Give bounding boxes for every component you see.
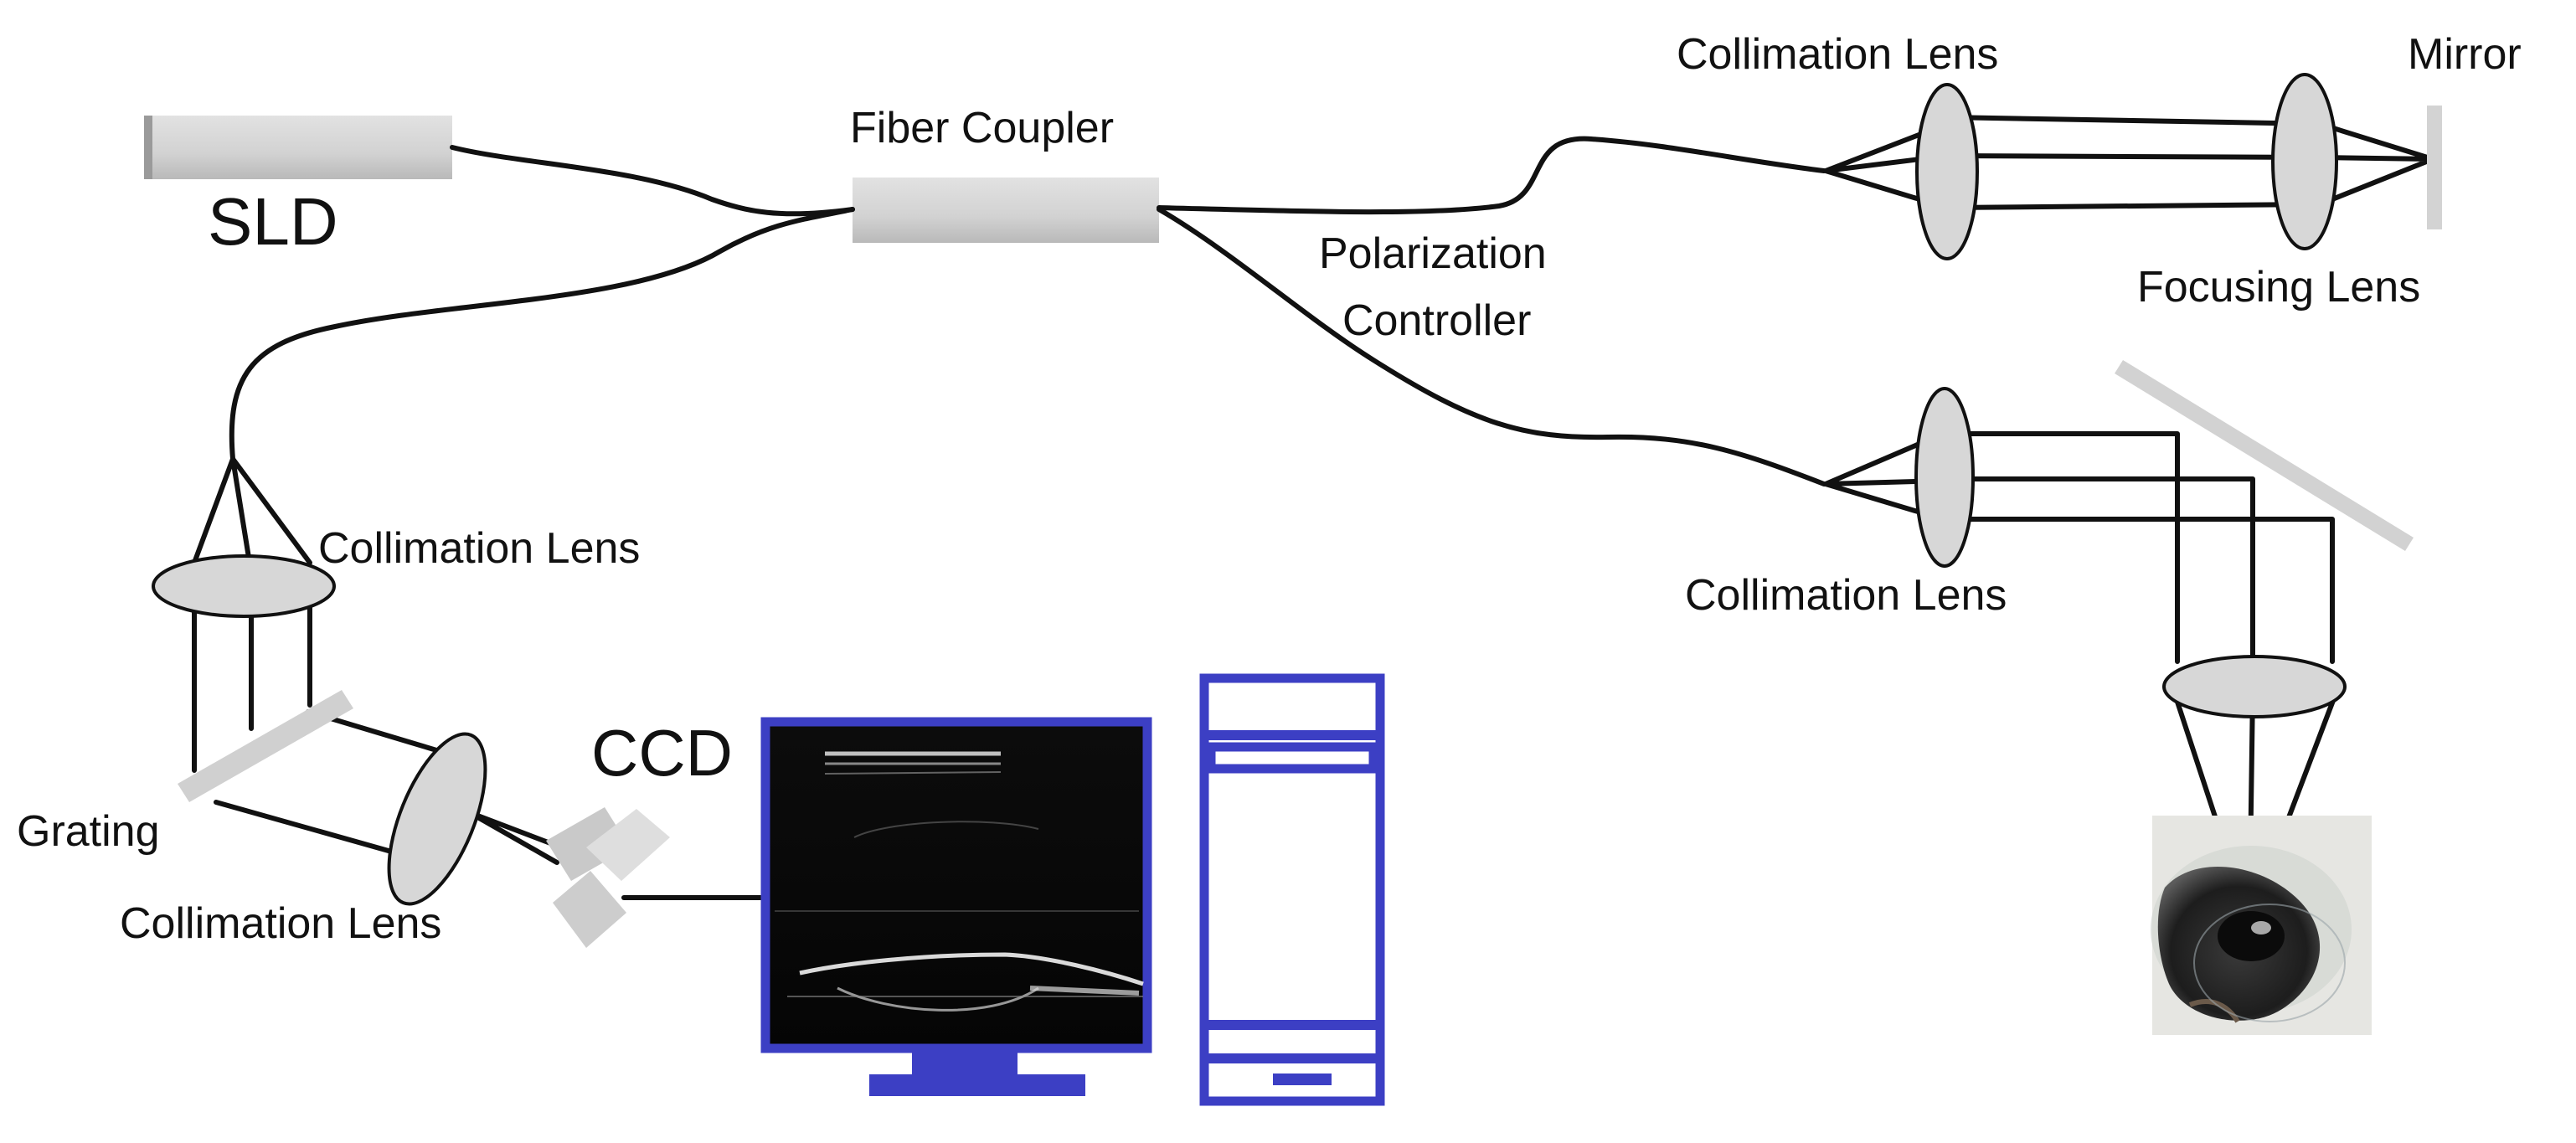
scanning-mirror (2115, 360, 2414, 551)
sample-collimation-lens-label: Collimation Lens (1685, 571, 2007, 620)
spectrometer-beams (192, 456, 766, 900)
spec-collimation-lens-bottom (387, 732, 487, 906)
ccd-camera (546, 807, 670, 948)
grating-label: Grating (17, 807, 160, 856)
sld-source (144, 116, 452, 179)
mirror (2427, 106, 2442, 229)
mirror-label: Mirror (2408, 30, 2522, 79)
ref-collimation-lens-label: Collimation Lens (1677, 30, 1998, 79)
computer-tower-icon (1199, 673, 1385, 1106)
focusing-lens (2271, 73, 2338, 250)
focusing-lens-label: Focusing Lens (2137, 263, 2420, 311)
spec-collimation-lens-top-label: Collimation Lens (318, 524, 640, 573)
polarization-controller-label-line2: Controller (1342, 296, 1531, 345)
sld-label: SLD (208, 184, 338, 259)
ccd-label: CCD (591, 716, 733, 790)
spec-collimation-lens-bottom-label: Collimation Lens (120, 899, 441, 948)
polarization-controller-label-line1: Polarization (1319, 229, 1547, 278)
reference-arm (1823, 115, 2435, 210)
sample-collimation-lens (1914, 387, 1975, 568)
monitor-icon (760, 717, 1152, 1096)
spec-collimation-lens-top (152, 554, 336, 618)
fiber-coupler-label: Fiber Coupler (850, 104, 1114, 152)
ref-collimation-lens (1915, 83, 1979, 260)
objective-lens (2162, 655, 2347, 718)
fiber-coupler (853, 178, 1159, 243)
sample-photo (2151, 816, 2372, 1035)
optical-fibers (229, 136, 1826, 487)
grating (178, 690, 353, 802)
